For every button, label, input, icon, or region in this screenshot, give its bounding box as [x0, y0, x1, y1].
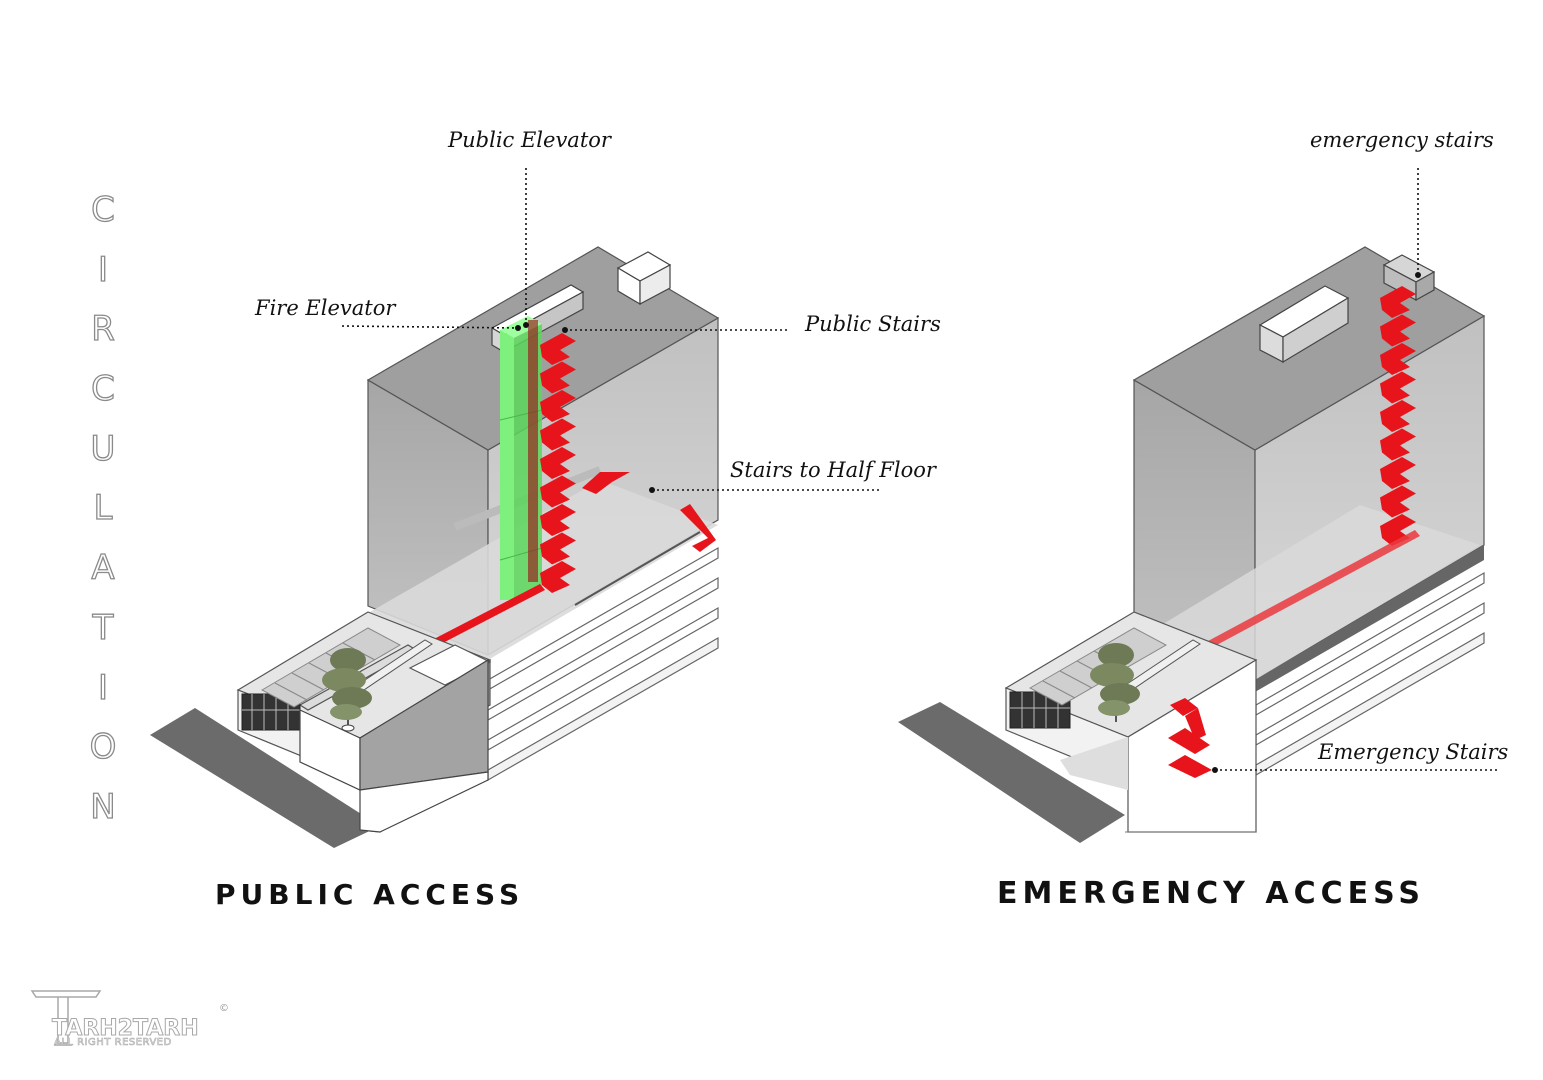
left-stairs-half-floor [582, 472, 630, 494]
right-circulation-path [1195, 530, 1420, 654]
left-leader-dots [515, 322, 655, 493]
vertical-title-letter: O [89, 727, 117, 768]
vertical-title-letter: C [90, 368, 115, 410]
left-interior-floor [370, 480, 718, 660]
right-leader-dots [1212, 272, 1421, 773]
vertical-title-letter: T [92, 607, 114, 648]
emergency-stair-flight [1380, 428, 1416, 461]
right-building [898, 246, 1486, 843]
public-stair-flight [540, 361, 576, 394]
left-roof-box-small [616, 251, 672, 306]
emergency-stair-flight [1380, 485, 1416, 518]
public-stair-flight [540, 333, 576, 365]
emergency-stair-flight [1380, 400, 1416, 432]
logo-mark [30, 990, 102, 1046]
public-stair-flight [540, 475, 576, 508]
emergency-stair-flight [1380, 343, 1416, 375]
public-stair-flight [540, 504, 576, 536]
logo-copyright-symbol: © [219, 1003, 229, 1014]
logo-subtitle: ALL RIGHT RESERVED [54, 1037, 172, 1049]
vertical-title-letter: R [91, 309, 116, 350]
right-tower-base-band [1255, 545, 1484, 692]
left-ground-strip [150, 708, 380, 848]
left-leader-lines [341, 168, 880, 491]
left-floor-slabs [487, 546, 719, 782]
right-emergency-stairs-tower [1380, 286, 1416, 546]
logo-name: TARH2TARH [52, 1016, 200, 1042]
left-front-wall [299, 658, 489, 833]
vertical-title-letter: N [90, 786, 117, 827]
left-public-stairs [528, 320, 576, 593]
label-public-stairs: Public Stairs [805, 312, 941, 336]
vertical-title-letter: C [90, 189, 115, 230]
left-building [150, 246, 720, 848]
label-stairs-to-half-floor: Stairs to Half Floor [730, 458, 936, 482]
vertical-title-letter: L [93, 488, 113, 529]
vertical-title-letter: U [90, 428, 116, 469]
emergency-stair-flight [1380, 457, 1416, 489]
left-courtyard-tree [322, 648, 372, 732]
left-half-floor-rail [574, 531, 701, 606]
label-emergency-stairs-bottom: Emergency Stairs [1318, 740, 1509, 764]
public-stair-flight [540, 561, 576, 593]
right-courtyard-tree [1090, 643, 1140, 722]
public-stair-flight [540, 418, 576, 451]
public-access-title: PUBLIC ACCESS [215, 878, 525, 911]
emergency-stair-flight [1380, 371, 1416, 404]
label-emergency-stairs-top: emergency stairs [1310, 128, 1494, 152]
vertical-title-letter: A [91, 547, 116, 589]
label-fire-elevator: Fire Elevator [255, 296, 396, 320]
right-lower-shaft [1060, 737, 1128, 790]
right-ground-strip [898, 702, 1125, 843]
emergency-access-title: EMERGENCY ACCESS [997, 876, 1425, 911]
left-circulation-path [432, 584, 545, 646]
vertical-title-letter: I [97, 667, 109, 708]
right-roof-box-large [1258, 285, 1350, 364]
vertical-title: C I R C U L A T I O N [78, 189, 128, 847]
public-stair-flight [540, 390, 576, 422]
emergency-stair-flight [1380, 286, 1416, 318]
emergency-stair-flight [1380, 314, 1416, 347]
label-public-elevator: Public Elevator [448, 128, 611, 152]
public-stair-flight [540, 447, 576, 479]
left-stairs-to-half-floor-right [680, 504, 716, 552]
vertical-title-letter: I [97, 249, 109, 290]
public-stair-flight [540, 532, 576, 565]
right-emergency-stairs-lower [1168, 698, 1212, 778]
